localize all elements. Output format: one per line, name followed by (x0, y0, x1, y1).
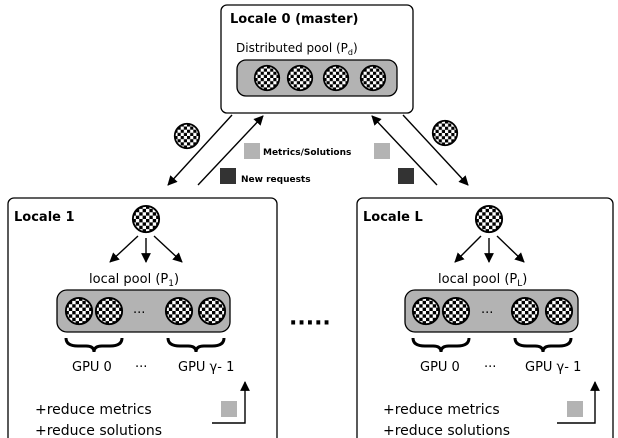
local-node-icon (411, 296, 441, 326)
requests-legend-label: New requests (241, 175, 311, 185)
master-pool (236, 59, 398, 97)
master-locale: Locale 0 (master) Distributed pool (Pd) (220, 4, 414, 114)
communication: Metrics/Solutions New requests (167, 114, 469, 186)
gpu-first-label: GPU 0 (72, 360, 112, 375)
reduce-metrics-label: +reduce metrics (35, 402, 152, 418)
local-node-icon (510, 296, 540, 326)
reduce-solutions-label: +reduce solutions (383, 423, 510, 438)
result-arrow-left (197, 115, 264, 186)
locale-1: Locale 1 local pool (P1) ··· GPU 0 ··· G… (7, 197, 278, 438)
locale-root-node-icon (474, 204, 504, 234)
requests-square-icon (398, 168, 414, 184)
migrating-node-icon (431, 119, 459, 147)
gpu-ellipsis: ··· (484, 360, 496, 375)
request-arrow-right (402, 114, 469, 186)
local-node-icon (544, 296, 574, 326)
master-node-icon (286, 64, 314, 92)
result-arrow-right (371, 115, 438, 186)
locale-title: Locale 1 (14, 210, 75, 225)
local-pool-label: local pool (PL) (438, 272, 527, 289)
pool-ellipsis: ··· (133, 306, 145, 321)
local-pool-label: local pool (P1) (89, 272, 179, 289)
gpu-brace (513, 337, 573, 353)
return-arrow (212, 381, 250, 424)
local-node-icon (64, 296, 94, 326)
master-node-icon (359, 64, 387, 92)
master-node-icon (322, 64, 350, 92)
requests-square-icon (220, 168, 236, 184)
gpu-ellipsis: ··· (135, 360, 147, 375)
metrics-square-icon (244, 143, 260, 159)
request-arrow-left (167, 114, 233, 186)
more-locales-dots: ····· (289, 311, 331, 336)
local-node-icon (94, 296, 124, 326)
gpu-last-label: GPU γ- 1 (178, 360, 234, 375)
metrics-square-icon (567, 401, 583, 417)
master-title: Locale 0 (master) (230, 12, 358, 27)
gpu-brace (166, 337, 226, 353)
master-pool-label: Distributed pool (Pd) (236, 41, 358, 57)
reduce-solutions-label: +reduce solutions (35, 423, 162, 438)
gpu-first-label: GPU 0 (420, 360, 460, 375)
return-arrow (557, 381, 600, 424)
gpu-last-label: GPU γ- 1 (525, 360, 581, 375)
gpu-brace (411, 337, 471, 353)
locale-root-node-icon (131, 204, 161, 234)
local-node-icon (441, 296, 471, 326)
local-node-icon (197, 296, 227, 326)
reduce-metrics-label: +reduce metrics (383, 402, 500, 418)
migrating-node-icon (173, 122, 201, 150)
pool-ellipsis: ··· (481, 306, 493, 321)
master-node-icon (253, 64, 281, 92)
metrics-square-icon (221, 401, 237, 417)
metrics-square-icon (374, 143, 390, 159)
metrics-legend-label: Metrics/Solutions (263, 148, 351, 158)
gpu-brace (64, 337, 124, 353)
locale-l: Locale L local pool (PL) ··· GPU 0 ··· G… (356, 197, 614, 438)
locale-title: Locale L (363, 210, 423, 225)
local-node-icon (164, 296, 194, 326)
